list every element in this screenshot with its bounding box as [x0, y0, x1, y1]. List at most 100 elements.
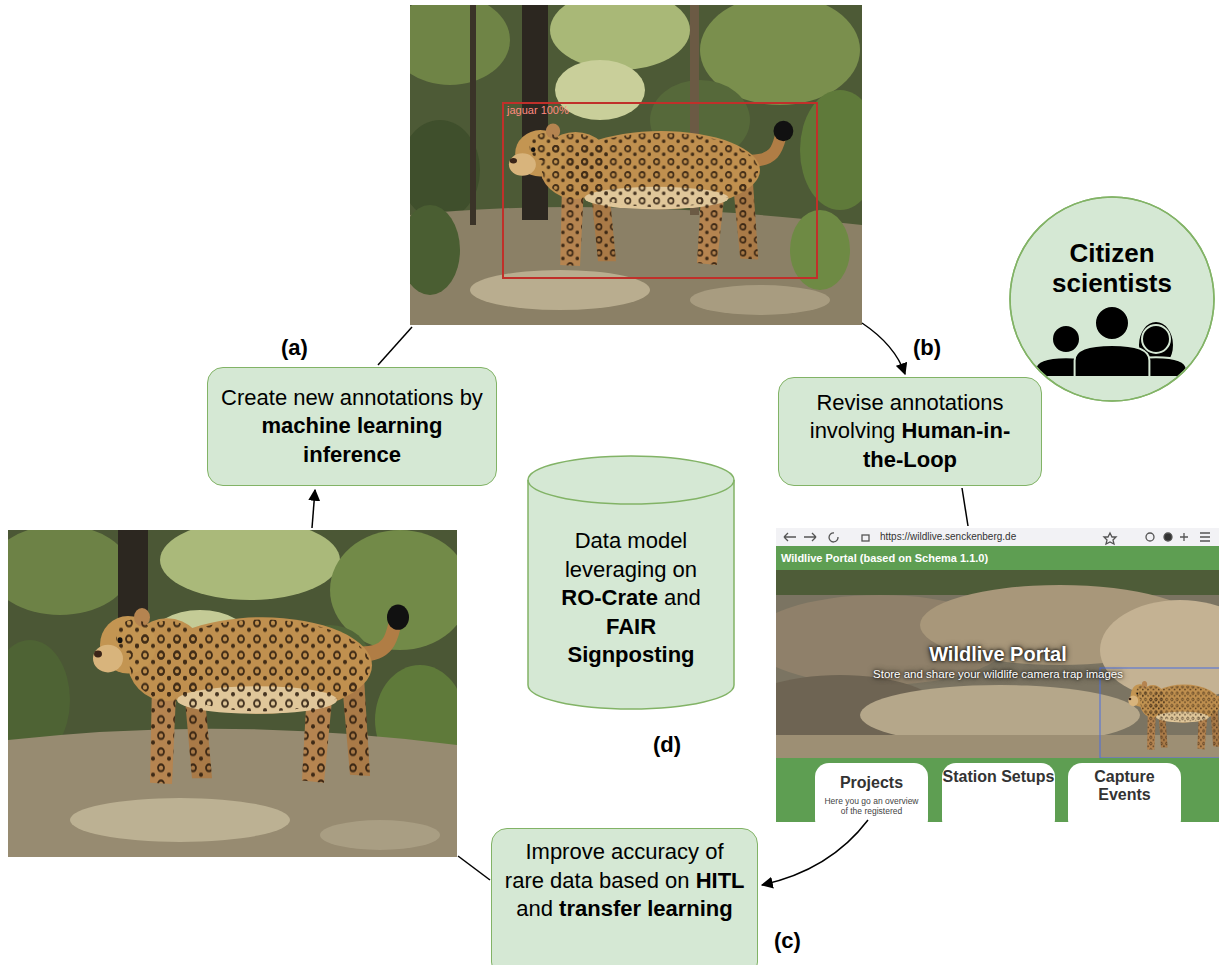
ground	[8, 729, 457, 857]
detection-label: jaguar 100%	[507, 104, 627, 117]
text-run: Data	[575, 528, 628, 553]
hero-title: Wildlive Portal	[848, 642, 1148, 666]
text-run: new	[293, 385, 339, 410]
database-cylinder: Data model leveraging on RO-Crate and FA…	[527, 455, 735, 710]
camera-photo	[8, 530, 457, 857]
foliage	[550, 5, 690, 70]
camera-photo	[690, 285, 830, 315]
flow-line	[458, 856, 490, 880]
person-silhouette	[1142, 325, 1170, 353]
text-run: on	[673, 557, 697, 582]
browser-icons	[1146, 533, 1154, 541]
browser-icons	[804, 533, 816, 541]
menu-card-title: Station Setups	[942, 768, 1055, 786]
foliage	[800, 90, 862, 210]
cylinder-outline	[528, 456, 734, 709]
process-box: Create new annotations by machine learni…	[207, 367, 497, 486]
flow-line	[762, 820, 868, 885]
text-run: FAIR	[606, 614, 656, 639]
camera-photo	[410, 5, 862, 325]
text-run: based	[599, 868, 665, 893]
text-run: transfer	[559, 896, 647, 921]
hero-image	[776, 570, 1219, 758]
node-text: Improve accuracy of rare data based on H…	[504, 838, 745, 924]
text-run: Signposting	[567, 642, 694, 667]
panel-label: (b)	[913, 335, 953, 361]
cylinder-rim	[528, 480, 734, 504]
flow-line	[862, 323, 905, 374]
jaguar	[93, 605, 409, 784]
text-run: RO-Crate	[561, 585, 664, 610]
process-box: Improve accuracy of rare data based on H…	[491, 828, 758, 965]
panel-label: (d)	[653, 732, 693, 758]
text-run: learning	[647, 896, 733, 921]
url-text: https://wildlive.senckenberg.de	[880, 531, 1100, 543]
actor-circle-outline	[1008, 195, 1216, 403]
text-run: rare	[505, 868, 550, 893]
circle-outline	[1010, 197, 1214, 401]
person-silhouette	[1075, 306, 1150, 377]
foliage	[8, 530, 130, 615]
browser-icons	[1104, 533, 1116, 544]
text-run: involving	[810, 418, 902, 443]
circle-outline	[1010, 197, 1214, 401]
detection-box	[503, 103, 817, 278]
foliage	[410, 120, 480, 220]
text-run: Revise	[816, 390, 889, 415]
camera-photo	[70, 798, 290, 842]
header-text: Wildlive Portal (based on Schema 1.1.0)	[781, 552, 1081, 565]
text-run: learning	[357, 413, 443, 438]
text-run: HITL	[696, 868, 744, 893]
text-run: of	[705, 839, 723, 864]
actor-circle: Citizen scientists	[1008, 195, 1216, 403]
flow-line	[378, 327, 412, 365]
foliage	[410, 5, 510, 85]
panel-label: (c)	[774, 928, 814, 954]
browser-icons	[862, 535, 869, 541]
text-run: by	[460, 385, 483, 410]
jaguar	[509, 121, 793, 266]
menu-card	[1068, 763, 1181, 822]
flow-line	[312, 323, 968, 885]
text-run: annotations	[340, 385, 460, 410]
portal-screenshot	[776, 528, 1219, 822]
text-run: and	[516, 896, 559, 921]
node-text: Create new annotations by machine learni…	[220, 384, 484, 470]
panel-label: (a)	[281, 335, 321, 361]
camera-photo	[470, 5, 476, 225]
text-run: data	[550, 868, 599, 893]
node-text: Revise annotations involving Human-in-th…	[791, 389, 1029, 475]
text-run: and	[664, 585, 701, 610]
person-silhouette	[1052, 325, 1080, 353]
person-silhouette	[1095, 306, 1129, 340]
text-run: model	[627, 528, 687, 553]
browser-icons	[829, 533, 838, 542]
camera-photo	[410, 205, 460, 295]
person-silhouette	[1075, 345, 1150, 377]
flow-line	[312, 490, 315, 528]
hero-subtitle: Store and share your wildlife camera tra…	[818, 668, 1178, 682]
text-run: machine	[262, 413, 357, 438]
menu-card-text: Here you go an overview of the registere…	[821, 796, 922, 816]
browser-icons	[1200, 533, 1210, 541]
header-bar	[776, 546, 1219, 570]
text-run: scientists	[1052, 268, 1172, 298]
flow-line	[962, 488, 968, 526]
menu-card	[942, 763, 1055, 822]
foliage	[160, 530, 340, 600]
detection-box	[1100, 668, 1219, 758]
text-run: on	[665, 868, 696, 893]
text-run: Improve	[525, 839, 611, 864]
ground	[410, 207, 862, 325]
hero-image	[1100, 600, 1219, 700]
process-box: Revise annotations involving Human-in-th…	[778, 377, 1042, 486]
camera-photo	[320, 820, 440, 850]
database-cylinder-outline	[527, 455, 735, 710]
text-run: inference	[303, 442, 401, 467]
jaguar	[1128, 680, 1219, 750]
browser-icons	[1180, 533, 1188, 541]
text-run: annotations	[890, 390, 1004, 415]
browser-icons	[784, 533, 796, 541]
menu-card	[815, 763, 928, 822]
browser-bar	[776, 528, 1219, 546]
